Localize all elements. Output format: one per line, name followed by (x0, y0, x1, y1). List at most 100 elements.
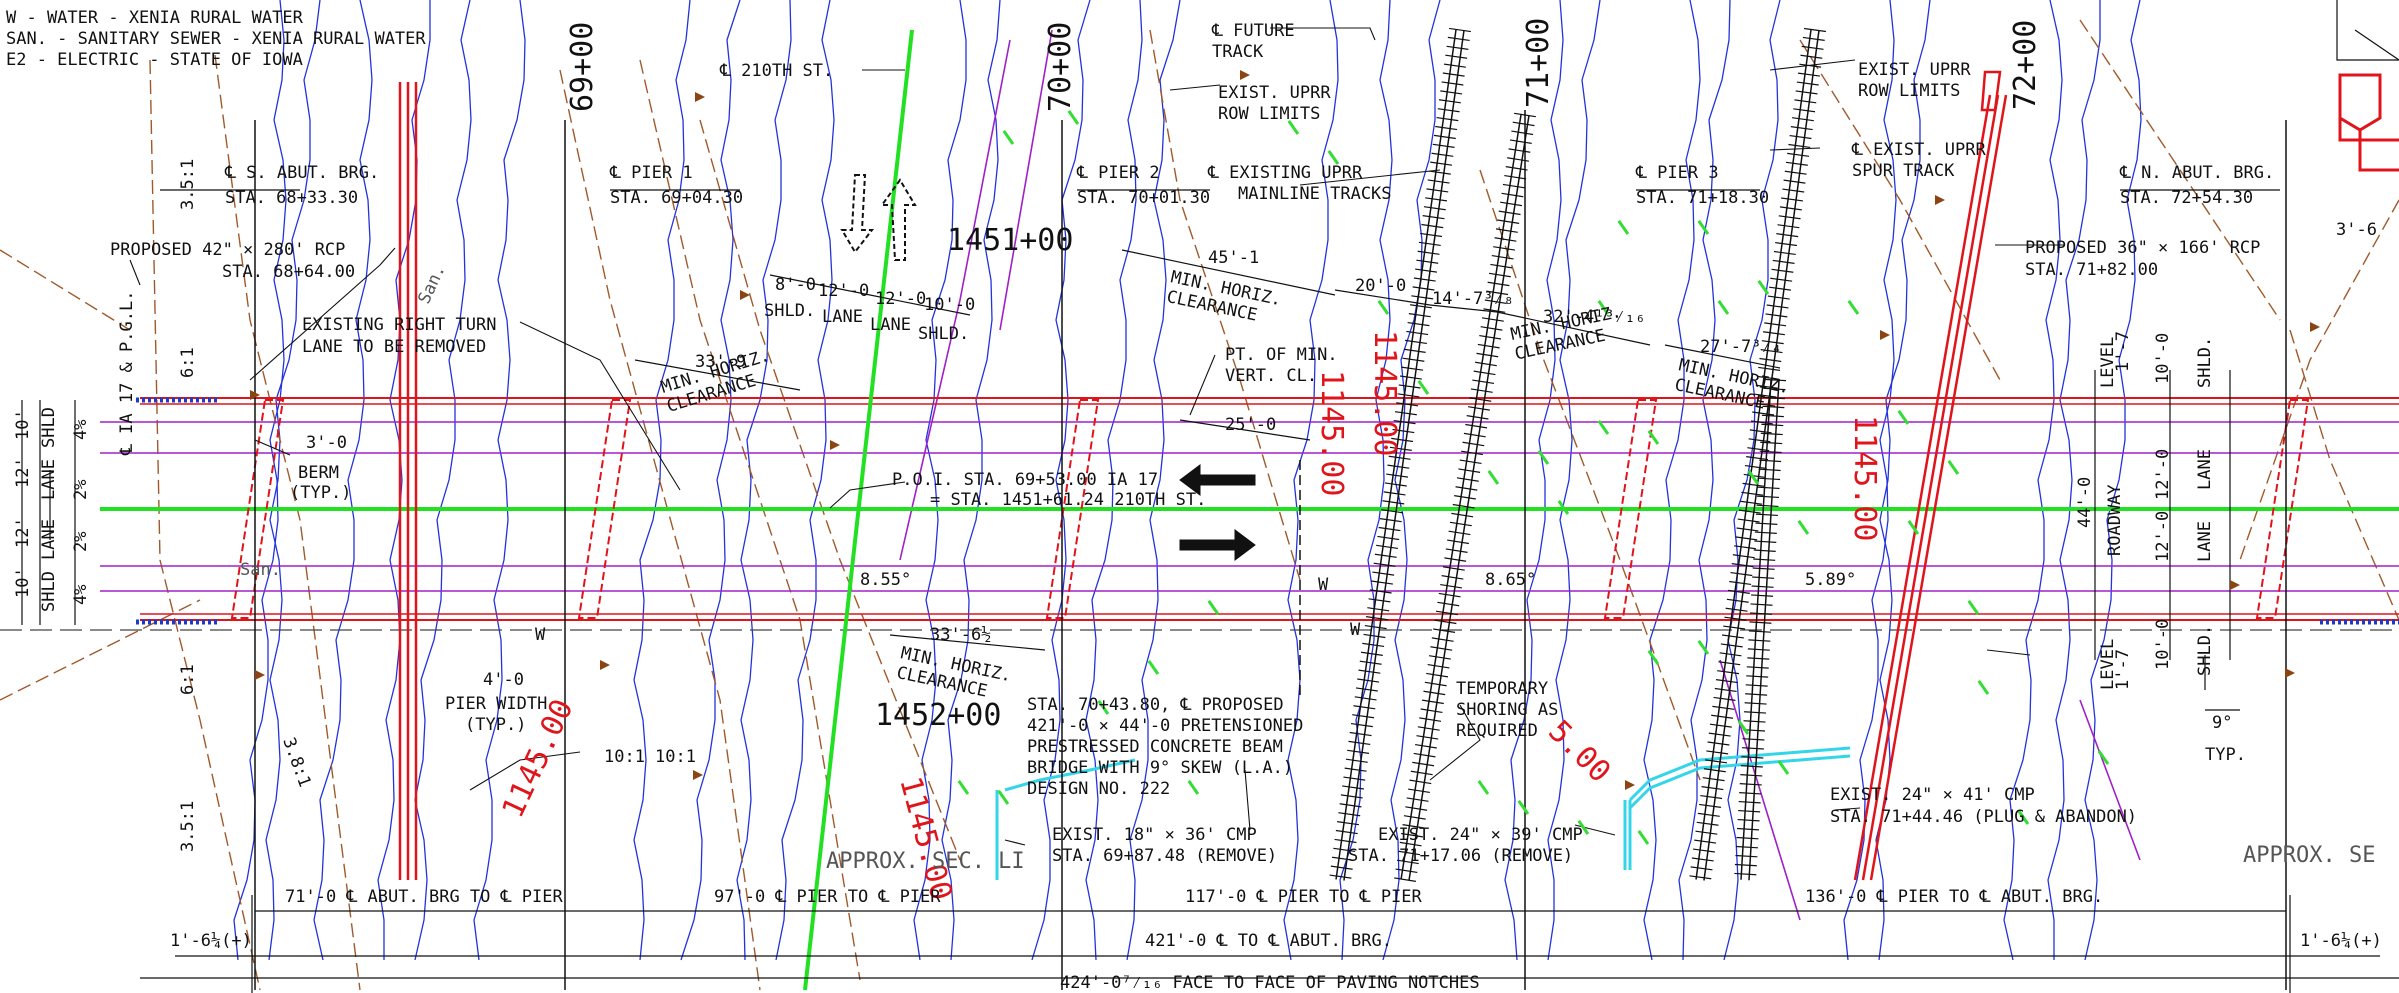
track-tie (1333, 847, 1356, 853)
track-tie (1753, 549, 1776, 552)
track-tie (1490, 263, 1513, 269)
track-tie (1387, 464, 1410, 469)
contour-line (1643, 0, 1701, 961)
cross-slope: 2% (71, 480, 91, 500)
210th-st-label: ℄ 210TH ST. (719, 61, 833, 81)
track-tie (1748, 639, 1771, 642)
track-tie (1749, 621, 1772, 624)
track-tie (1426, 188, 1449, 193)
elevation-mark (1327, 149, 1340, 165)
future-track-label: TRACK (1212, 42, 1264, 62)
track-tie (1357, 678, 1380, 683)
left-section-label: 12' (13, 457, 33, 488)
elevation-mark (1377, 300, 1390, 315)
legend-electric: E2 - ELECTRIC - STATE OF IOWA (6, 50, 303, 70)
water-label: W (535, 625, 546, 645)
track-tie (1353, 705, 1376, 710)
track-tie (1329, 874, 1352, 879)
s-abutment-station: STA. 68+33.30 (225, 188, 358, 208)
elevation-mark (1287, 120, 1300, 135)
track-tie (1751, 585, 1774, 588)
track-tie (1763, 378, 1787, 382)
track-tie (1748, 630, 1771, 633)
track-tie (1444, 557, 1467, 562)
track-tie (1736, 527, 1759, 532)
track-tie (1480, 326, 1503, 331)
elevation-mark (1207, 600, 1220, 615)
uprr-row-right: ROW LIMITS (1858, 81, 1960, 101)
elevation-mark (1067, 109, 1080, 125)
track-tie (1735, 536, 1758, 541)
track-tie (1359, 660, 1382, 665)
track-tie (1449, 521, 1472, 527)
track-tie (1486, 290, 1509, 296)
track-tie (1409, 779, 1432, 785)
track-tie (1735, 854, 1758, 858)
span-97: 97'-0 ℄ PIER TO ℄ PIER (714, 887, 941, 907)
track-tie (1399, 841, 1422, 847)
track-tie (1445, 54, 1468, 59)
station-72: 72+00 (2008, 20, 2043, 110)
track-tie (1511, 130, 1534, 136)
elevation-mark (1947, 460, 1960, 475)
track-tie (1756, 375, 1779, 380)
right-section-label: LEVEL (2098, 639, 2118, 690)
slope-label: 10:1 (655, 747, 696, 767)
ia17-cl-label: ℄ IA 17 & P.G.L. (117, 291, 137, 456)
track-tie (1752, 576, 1775, 579)
track-tie (1364, 624, 1387, 630)
track-tie (1738, 509, 1761, 514)
track-tie (1758, 477, 1781, 481)
track-tie (1430, 161, 1453, 166)
track-tie (1740, 774, 1763, 777)
vertical-clearance-note: PT. OF MIN. (1225, 345, 1338, 365)
station-1451: 1451+00 (947, 223, 1073, 258)
track-tie (1369, 589, 1392, 594)
track-tie (1744, 702, 1767, 705)
elevation-mark (1477, 780, 1490, 795)
lane-label: LANE (870, 315, 911, 335)
angle-855: 8.55° (860, 570, 911, 590)
track-tie (1459, 459, 1482, 465)
berm-note: BERM (298, 463, 339, 483)
existing-ground-contours (233, 0, 2142, 961)
track-tie (1447, 36, 1470, 42)
cmp24b-note: EXIST. 24" × 41' CMP (1830, 785, 2035, 805)
track-tie (1753, 402, 1776, 407)
track-tie (1431, 637, 1454, 642)
track-tie (1756, 495, 1780, 499)
pier2-station: STA. 70+01.30 (1077, 188, 1210, 208)
contour-line (1678, 0, 1731, 961)
track-tie (1800, 54, 1823, 59)
track-tie (1736, 836, 1759, 840)
slope-label: 6:1 (178, 347, 198, 378)
track-tie (1352, 714, 1375, 719)
track-tie (1416, 735, 1439, 740)
track-tie (1413, 277, 1436, 282)
contour-line (775, 0, 835, 961)
track-tie (1468, 406, 1490, 411)
elevation-labels (957, 109, 2110, 845)
track-tie (1745, 693, 1768, 696)
track-tie (1438, 592, 1461, 598)
track-tie (1384, 482, 1407, 487)
track-tie (1727, 589, 1750, 594)
elevation-mark (1537, 449, 1550, 465)
track-tie (1365, 616, 1388, 621)
track-tie (1757, 486, 1780, 490)
track-tie (1367, 607, 1390, 612)
track-tie (1360, 651, 1383, 656)
track-tie (1456, 477, 1479, 482)
track-tie (1348, 740, 1371, 746)
track-tie (1433, 628, 1456, 633)
track-tie (1382, 500, 1405, 505)
red-elevation-label: 1145.00 (1314, 370, 1349, 496)
track-tie (1345, 758, 1368, 763)
water-label: W (1318, 575, 1329, 595)
track-tie (1776, 233, 1799, 238)
track-tie (1419, 717, 1442, 722)
track-tie (1396, 402, 1419, 407)
track-tie (1790, 126, 1813, 131)
track-tie (1383, 491, 1406, 496)
end-right: 1'-6¼(+) (2300, 931, 2382, 951)
